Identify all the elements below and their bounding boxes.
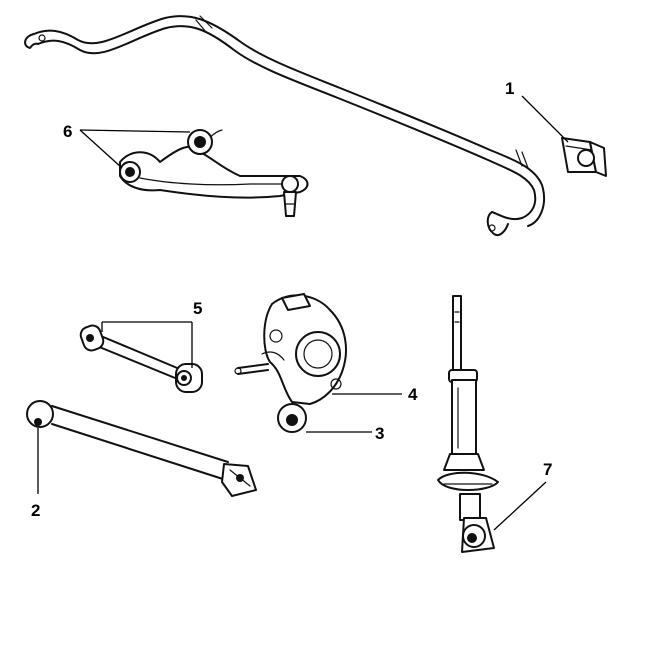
callout-2: 2 [31, 501, 40, 520]
lateral-link [79, 324, 203, 393]
callout-6: 6 [63, 122, 72, 141]
callout-7: 7 [543, 460, 552, 479]
shock-absorber [437, 295, 499, 553]
stabilizer-bar [24, 15, 546, 236]
callout-5: 5 [193, 299, 202, 318]
trailing-link [26, 400, 257, 497]
stabilizer-bushing [561, 137, 607, 177]
callout-1: 1 [505, 79, 514, 98]
rear-knuckle [234, 293, 347, 433]
leader-lines [37, 95, 569, 531]
upper-control-arm [119, 129, 309, 217]
callout-4: 4 [408, 385, 418, 404]
callout-3: 3 [375, 424, 384, 443]
